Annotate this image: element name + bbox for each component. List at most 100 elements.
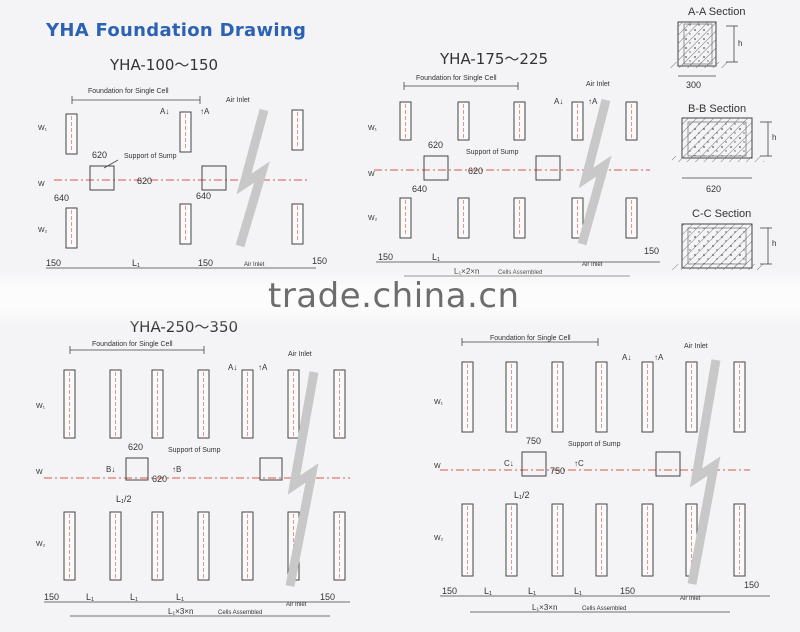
sump-support — [125, 457, 149, 481]
dim-sump-offset: L₁/2 — [116, 494, 132, 504]
foundation-label: Foundation for Single Cell — [490, 335, 571, 342]
section-c-ground — [672, 264, 764, 270]
section-a-a: h 300 — [668, 21, 742, 90]
cells-label: Cells Assembled — [582, 606, 626, 612]
model-title-1: YHA-100～150 — [110, 56, 219, 74]
row-label-w1: W₁ — [36, 403, 46, 410]
dim-sump-height: 620 — [152, 474, 167, 484]
row-label-w2: W₂ — [434, 535, 444, 542]
dim-edge-mid: 150 — [198, 258, 213, 268]
section-b-ground — [672, 156, 764, 162]
dim-span: L₁ — [484, 586, 492, 596]
dim-edge-left: 150 — [442, 586, 457, 596]
foundation-pier — [457, 101, 470, 141]
section-mark-a2: ↑A — [588, 97, 598, 106]
section-mark-c2: ↑C — [574, 459, 584, 468]
assembled-label: L₁×3×n — [168, 607, 193, 616]
row-label-w2: W₂ — [368, 215, 378, 222]
section-c-core — [687, 227, 747, 265]
dim-edge-right: 150 — [744, 580, 759, 590]
row-label-w1: W₁ — [38, 125, 48, 132]
dim-sump-height: 620 — [468, 166, 483, 176]
air-inlet-bottom: Air Inlet — [582, 262, 603, 268]
dim-span-2: L₁ — [528, 586, 536, 596]
section-a-width: 300 — [686, 80, 701, 90]
row-label-w: W — [36, 469, 43, 476]
dim-span-2: L₁ — [130, 592, 138, 602]
section-b-core — [687, 121, 747, 157]
dim-span: L₁ — [86, 592, 94, 602]
row-label-w2: W₂ — [38, 227, 48, 234]
section-mark-a2: ↑A — [258, 363, 268, 372]
model-title-2: YHA-175～225 — [440, 50, 549, 68]
sump-label: Support of Sump — [124, 153, 177, 160]
dim-sump-height: 750 — [550, 466, 565, 476]
dim-span: L₁ — [432, 252, 440, 262]
break-line — [235, 108, 270, 248]
section-mark-a: A↓ — [622, 353, 631, 362]
watermark-text: trade.china.cn — [268, 276, 520, 316]
section-title-c: C-C Section — [692, 208, 752, 220]
section-mark-a2: ↑A — [654, 353, 664, 362]
leader-line — [103, 159, 119, 169]
assembled-label: L₁×3×n — [532, 603, 557, 612]
section-mark-a: A↓ — [554, 97, 563, 106]
dim-span-3: L₁ — [176, 592, 184, 602]
section-b-height: h — [772, 133, 776, 142]
section-mark-c: C↓ — [504, 459, 514, 468]
dim-sump-offset: L₁/2 — [514, 490, 530, 500]
watermark-band — [0, 268, 800, 328]
section-mark-a2: ↑A — [200, 107, 210, 116]
section-b-width: 620 — [706, 184, 721, 194]
dim-edge-left: 150 — [46, 258, 61, 268]
dim-sump2-offset: 640 — [196, 191, 211, 201]
break-line — [687, 359, 721, 585]
dim-edge-right: 150 — [644, 246, 659, 256]
break-line — [285, 371, 319, 587]
air-inlet-label: Air Inlet — [288, 351, 312, 358]
section-a-height: h — [738, 39, 742, 48]
section-mark-a: A↓ — [160, 107, 169, 116]
sump-support — [535, 155, 561, 181]
dim-span: L₁ — [132, 258, 140, 268]
foundation-pier — [513, 101, 526, 141]
row-label-w1: W₁ — [434, 399, 444, 406]
sump-support — [655, 451, 681, 477]
sump-label: Support of Sump — [168, 447, 221, 454]
row-label-w: W — [38, 181, 45, 188]
air-inlet-label: Air Inlet — [586, 81, 610, 88]
dim-sump-width: 620 — [128, 442, 143, 452]
sump-support — [259, 457, 283, 481]
row-label-w1: W₁ — [368, 125, 378, 132]
section-mark-b2: ↑B — [172, 465, 181, 474]
sump-support — [521, 451, 547, 477]
foundation-label: Foundation for Single Cell — [92, 341, 173, 348]
dim-sump-height: 620 — [137, 176, 152, 186]
sump-support — [89, 165, 115, 191]
air-inlet-bottom: Air Inlet — [244, 262, 265, 268]
air-inlet-label: Air Inlet — [684, 343, 708, 350]
row-label-w: W — [434, 463, 441, 470]
foundation-label: Foundation for Single Cell — [416, 75, 497, 82]
dim-edge-mid: 150 — [620, 586, 635, 596]
dim-sump-width: 620 — [92, 150, 107, 160]
section-a-core — [683, 23, 713, 65]
air-inlet-bottom: Air Inlet — [286, 602, 307, 608]
foundation-pier — [625, 101, 638, 141]
section-title-a: A-A Section — [688, 6, 746, 18]
dim-span-3: L₁ — [574, 586, 582, 596]
dim-sump-offset: 640 — [412, 184, 427, 194]
section-b-b: h 620 — [672, 117, 776, 194]
sump-support — [201, 165, 227, 191]
row-label-w2: W₂ — [36, 541, 46, 548]
section-mark-a: A↓ — [228, 363, 237, 372]
dim-edge-left: 150 — [378, 252, 393, 262]
dim-edge-right: 150 — [320, 592, 335, 602]
row-label-w: W — [368, 171, 375, 178]
